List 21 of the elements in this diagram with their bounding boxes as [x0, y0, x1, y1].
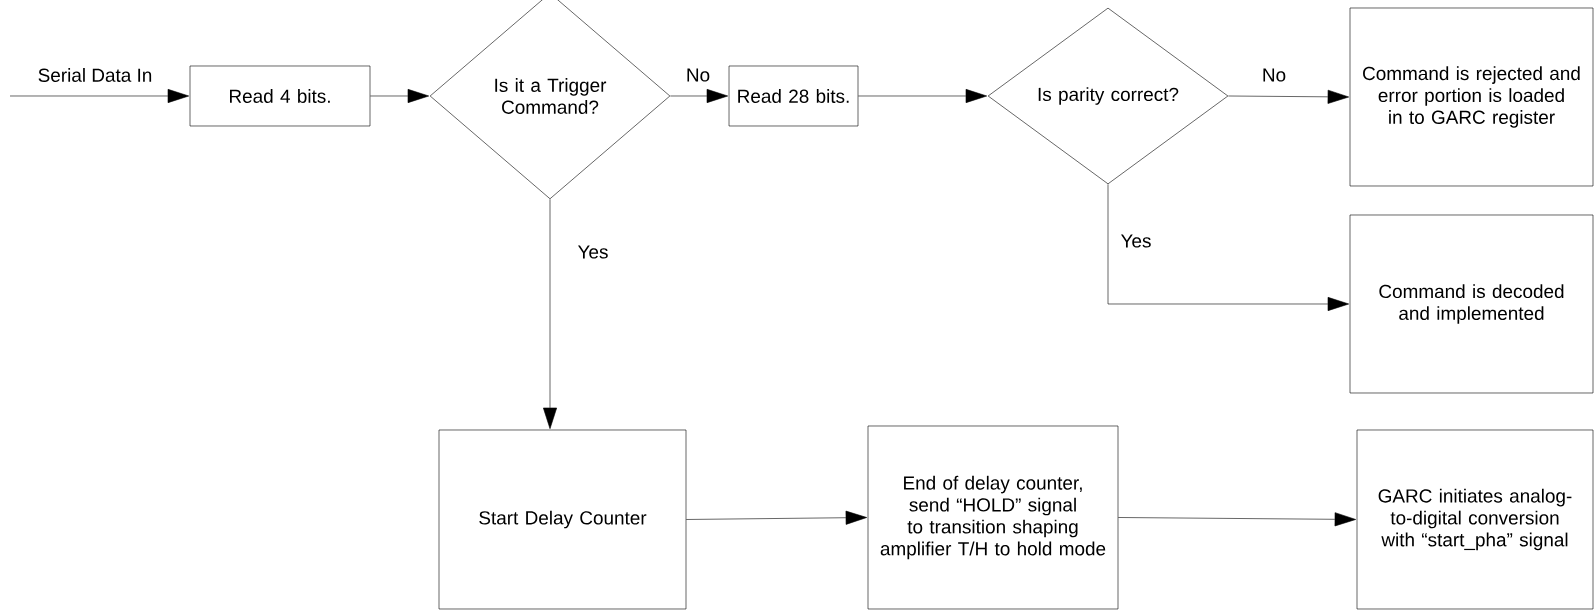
- process-box: Read 4 bits.: [189, 65, 371, 127]
- process-box: Command is rejected and error portion is loaded in to GARC register: [1349, 7, 1594, 187]
- process-box: Read 28 bits.: [728, 65, 859, 127]
- arrow: [858, 89, 987, 103]
- arrow: [9, 89, 190, 103]
- edge-label: No: [1260, 67, 1288, 83]
- arrow: [543, 198, 557, 429]
- arrow: [686, 510, 867, 525]
- edge-label: Yes: [576, 244, 610, 260]
- arrow: [370, 89, 430, 103]
- process-box: End of delay counter, send “HOLD” signal to transition shaping amplifier T/H to hold mode: [867, 425, 1119, 610]
- process-box: Start Delay Counter: [438, 429, 687, 610]
- process-box: Command is decoded and implemented: [1349, 214, 1594, 394]
- edge-label: Serial Data In: [36, 67, 154, 83]
- arrow: [1118, 512, 1356, 527]
- arrow: [670, 89, 729, 103]
- arrow: [1228, 89, 1349, 104]
- process-box: GARC initiates analog-to-digital conversion with “start_pha” signal: [1356, 429, 1594, 610]
- edge-label: Yes: [1119, 233, 1153, 249]
- arrow: [1107, 184, 1349, 311]
- edge-label: No: [684, 67, 712, 83]
